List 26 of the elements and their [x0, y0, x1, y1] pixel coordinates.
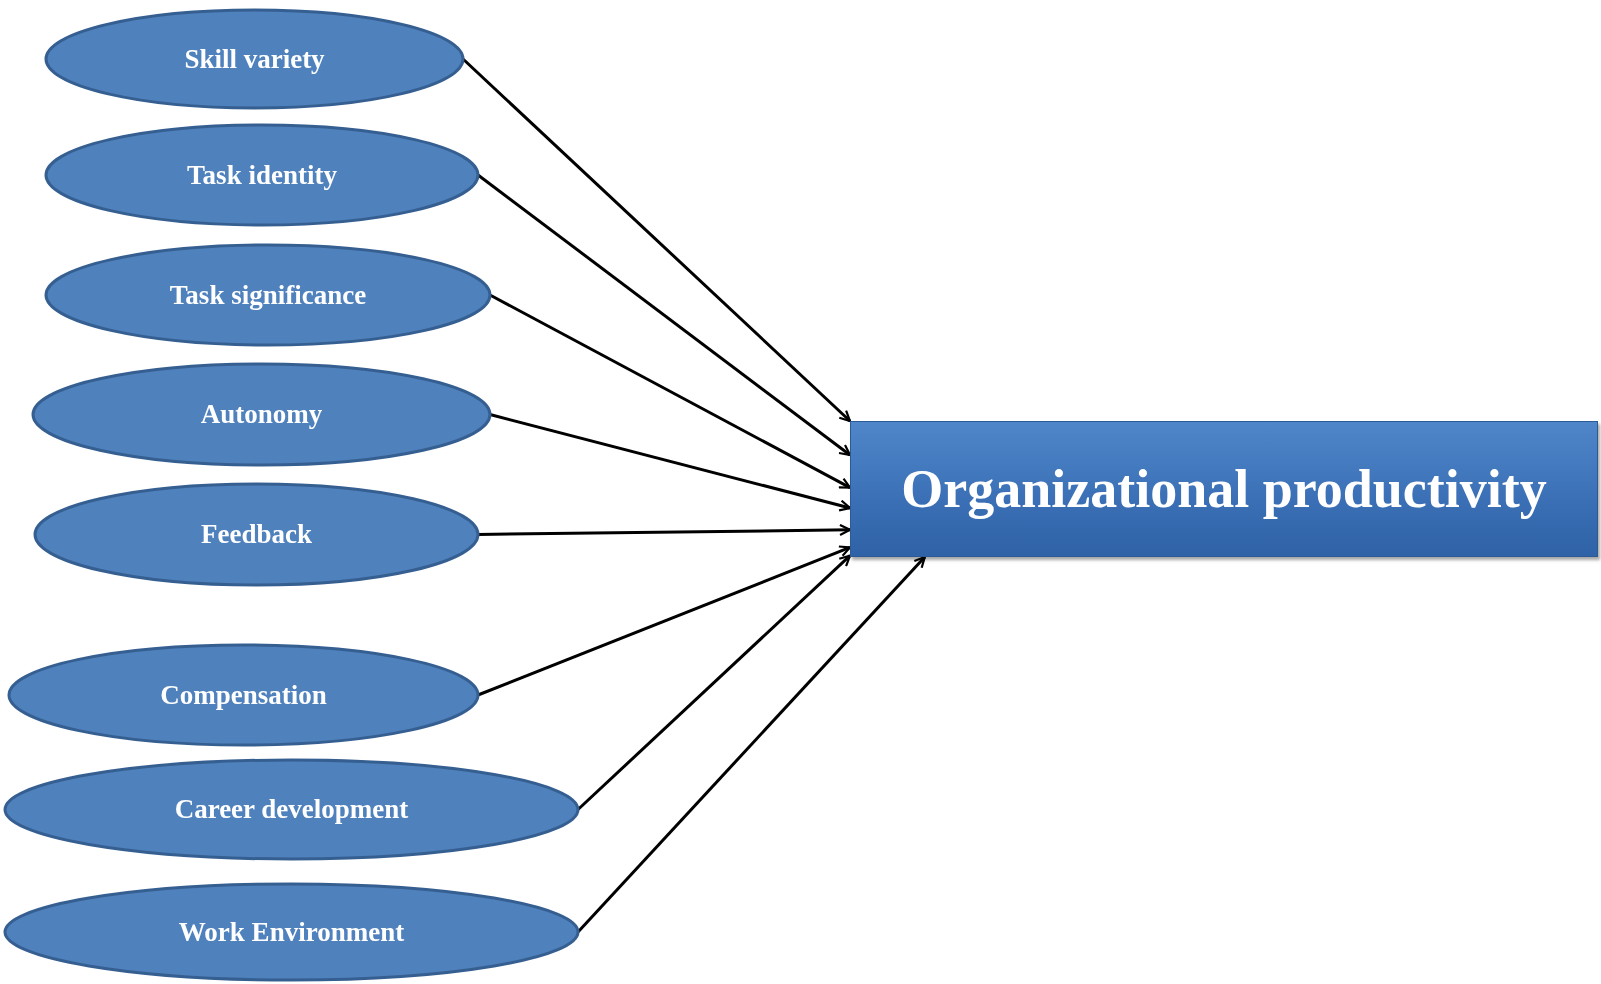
node-label: Task significance — [169, 279, 367, 311]
arrow — [461, 57, 852, 423]
arrow — [489, 413, 852, 512]
node-label: Organizational productivity — [901, 458, 1547, 520]
node-label: Autonomy — [200, 399, 323, 430]
factor-ellipse — [31, 362, 492, 467]
node-label: Career development — [174, 794, 409, 825]
arrow — [478, 523, 852, 537]
node-label: Task identity — [187, 159, 337, 191]
factor-ellipse — [3, 882, 580, 982]
factor-ellipse — [44, 8, 465, 110]
arrow — [576, 555, 926, 933]
arrow — [477, 545, 852, 697]
node-label: Work Environment — [178, 916, 405, 948]
outcome-box — [850, 421, 1598, 557]
node-label: Skill variety — [184, 43, 325, 75]
arrow — [489, 293, 852, 489]
arrow — [477, 173, 852, 457]
factor-ellipse — [33, 482, 480, 587]
factor-ellipse — [44, 123, 480, 227]
arrow — [576, 554, 852, 811]
node-label: Feedback — [201, 519, 312, 550]
factor-ellipse — [7, 643, 480, 747]
factor-ellipse — [3, 758, 580, 861]
node-label: Compensation — [160, 679, 327, 711]
factor-ellipse — [44, 243, 492, 347]
